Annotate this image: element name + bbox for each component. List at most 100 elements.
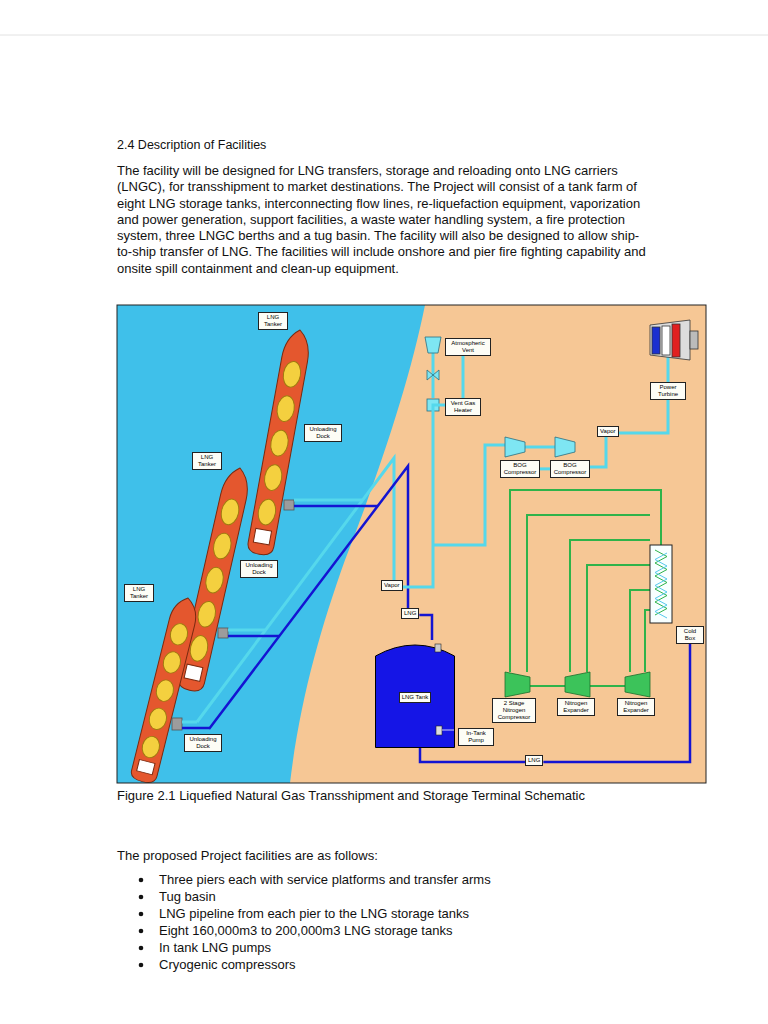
figure-caption: Figure 2.1 Liquefied Natural Gas Transsh… [117, 788, 757, 804]
vapor-pipe [294, 499, 363, 502]
node-label: LNG [528, 757, 540, 764]
nitrogen-loop [645, 610, 650, 672]
label-box: Vapor [381, 580, 403, 591]
node-label: Vapor [600, 428, 616, 435]
lng-tanker-ship [275, 394, 296, 423]
node-label: Power Turbine [653, 384, 683, 398]
cold-box-exchanger [650, 545, 672, 623]
bullet-dots [139, 912, 144, 917]
bullet-dots [139, 929, 144, 934]
pipe-connector [619, 400, 668, 433]
pipe-connector [419, 615, 432, 640]
label-box: Cold Box [676, 626, 704, 644]
lng-tanker-ship [246, 328, 312, 557]
lng-tanker-ship [253, 528, 271, 545]
label-box: BOG Compressor [550, 460, 590, 478]
bog-compressor-symbol [555, 437, 575, 457]
node-label: LNG Tank [399, 692, 432, 703]
node-label: Atmospheric Vent [448, 340, 488, 354]
body-paragraph: The facility will be designed for LNG tr… [117, 163, 649, 277]
label-box: BOG Compressor [500, 460, 540, 478]
label-box: Atmospheric Vent [445, 338, 491, 356]
node-label: Unloading Dock [187, 736, 219, 750]
lng-tanker-ship [269, 429, 290, 458]
node-label: Nitrogen Expander [620, 700, 652, 714]
label-box: LNG Tanker [124, 584, 154, 602]
power-turbine-icon [652, 327, 660, 354]
nitrogen-loop [590, 685, 625, 687]
nitrogen-loop [510, 490, 661, 672]
lng-tanker-ship [137, 760, 155, 775]
bullet-item: Cryogenic compressors [159, 957, 719, 973]
label-box: Unloading Dock [240, 560, 278, 578]
lng-tanker-ship [281, 360, 302, 389]
lng-pipe [182, 466, 408, 729]
node-label: LNG [404, 610, 416, 617]
label-box: LNG [525, 755, 543, 766]
storage-tank: LNG Tank [375, 640, 455, 748]
bullet-dots [139, 878, 144, 968]
label-box: Vapor [597, 426, 619, 437]
in-tank-pump-symbol [436, 726, 442, 735]
nitrogen-loop [570, 540, 650, 672]
nitrogen-loop [587, 565, 650, 672]
node-label: LNG Tanker [127, 586, 151, 600]
lng-tanker-ship [130, 595, 201, 785]
pipe-connector [462, 356, 465, 398]
lng-tanker-ship [256, 498, 277, 527]
node-label: Nitrogen Expander [560, 700, 592, 714]
node-label: LNG Tanker [261, 314, 285, 328]
lng-pipe [294, 505, 378, 508]
lng-tanker-ship [203, 566, 225, 595]
node-label: BOG Compressor [503, 462, 537, 476]
nitrogen-machine-symbol [505, 672, 530, 697]
lng-tanker-ship [140, 734, 162, 759]
label-box: 2 Stage Nitrogen Compressor [492, 698, 536, 723]
bullet-item: LNG pipeline from each pier to the LNG s… [159, 906, 719, 922]
label-box: LNG Tanker [192, 452, 222, 470]
power-turbine-icon [650, 320, 690, 360]
bog-compressor-symbol [505, 437, 525, 457]
lng-tanker-ship [211, 531, 233, 560]
vapor-pipe [525, 446, 555, 449]
bullet-item: Eight 160,000m3 to 200,000m3 LNG storage… [159, 923, 719, 939]
node-label: Vent Gas Heater [448, 400, 478, 414]
list-intro: The proposed Project facilities are as f… [117, 848, 717, 864]
section-heading: 2.4 Description of Facilities [117, 137, 617, 153]
label-box: Unloading Dock [304, 424, 342, 442]
pump-leader [442, 730, 454, 731]
lng-tanker-ship [130, 595, 201, 785]
bullet-dots [139, 895, 144, 900]
bullet-dots [139, 946, 144, 951]
vent-valve-heater [427, 370, 439, 380]
label-box: Nitrogen Expander [557, 698, 595, 716]
lng-tanker-ship [246, 328, 312, 557]
node-label: Vapor [384, 582, 400, 589]
power-turbine-icon [650, 320, 698, 360]
lng-tanker-ship [168, 622, 190, 647]
lng-pipe [182, 727, 209, 730]
lng-tanker-ship [177, 465, 253, 693]
dock-platform [284, 500, 294, 510]
nitrogen-machine-symbol [625, 672, 650, 697]
pipe-connector [590, 437, 606, 467]
label-box: LNG [401, 608, 419, 619]
lng-pipe [228, 635, 279, 638]
pipe-connector [420, 748, 525, 762]
power-turbine-icon [672, 324, 680, 357]
dock-platform [172, 718, 182, 730]
tank-body [376, 645, 455, 748]
nitrogen-loop [527, 515, 650, 672]
label-box: LNG Tanker [258, 312, 288, 330]
bullet-item: Tug basin [159, 889, 719, 905]
land-ground [117, 305, 706, 783]
nitrogen-loop [510, 490, 661, 686]
bullet-item: In tank LNG pumps [159, 940, 719, 956]
pipe-connector [540, 467, 550, 470]
pipe-connector [543, 644, 690, 762]
label-box: Power Turbine [650, 382, 686, 400]
lng-tanker-ship [161, 650, 183, 675]
vent-valve-heater [425, 337, 441, 411]
power-turbine-icon [690, 331, 698, 349]
lng-tanker-ship [219, 497, 241, 526]
